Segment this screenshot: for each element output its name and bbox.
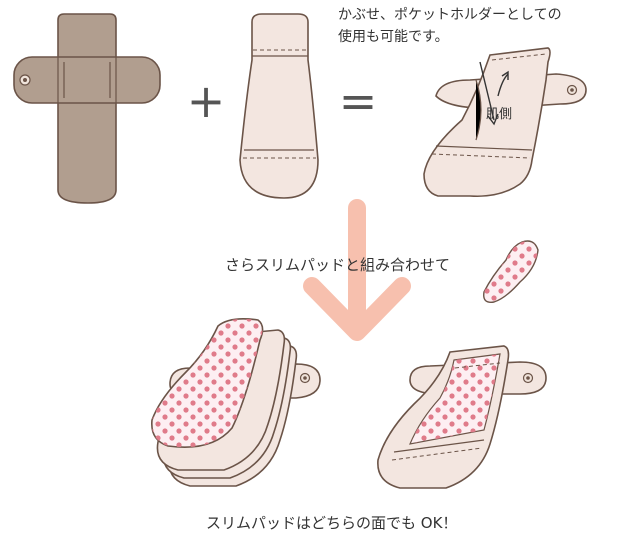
combined-pocket-pad: [423, 47, 587, 198]
note-line-2: 使用も可能です。: [338, 29, 449, 45]
plus-operator: +: [187, 74, 226, 128]
stacked-pads-left: [151, 318, 321, 487]
combined-dotted-pad-right: [377, 345, 547, 489]
equals-operator: =: [339, 74, 378, 128]
note-line-1: かぶせ、ポケットホルダーとしての: [338, 7, 562, 23]
footer-caption: スリムパッドはどちらの面でも OK！: [206, 514, 458, 532]
brown-holder-pad: [13, 13, 161, 204]
skin-side-label: 肌側: [486, 107, 513, 122]
combine-caption: さらスリムパッドと組み合わせて: [225, 256, 451, 274]
down-arrow: [303, 199, 411, 341]
small-dotted-pad: [483, 240, 539, 303]
cream-inner-pad: [239, 13, 319, 199]
